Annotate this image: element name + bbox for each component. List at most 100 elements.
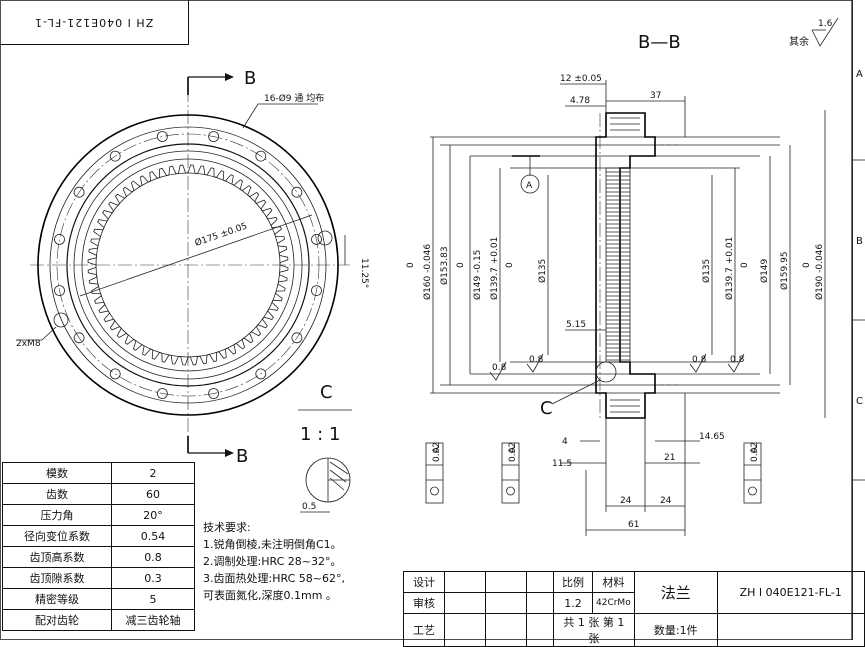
- process-label: 工艺: [403, 613, 445, 647]
- part-name: 法兰: [633, 571, 718, 614]
- gdt-frame: 0.02 A: [743, 442, 762, 504]
- scale-label: 比例: [553, 571, 593, 593]
- front-view: Ø175 ±0.05 11.25° 16-Ø9 通 均布 2xM8 B B: [16, 68, 369, 467]
- roughness-mark: [727, 353, 745, 373]
- tapped-hole: [53, 312, 69, 328]
- roughness-08: 0.8: [692, 355, 707, 365]
- dim-61: 61: [628, 520, 639, 530]
- gear-param-key: 齿顶高系数: [2, 546, 112, 568]
- scale-value: 1.2: [553, 592, 593, 614]
- dim-160: Ø160 -0.046: [422, 244, 433, 300]
- detail-profile: [327, 458, 350, 502]
- gear-param-value: 2: [111, 462, 195, 484]
- section-arrowhead-bottom: [225, 449, 234, 457]
- gear-param-value: 减三齿轮轴: [111, 609, 195, 631]
- pitch-diameter-line: [79, 214, 313, 297]
- gear-teeth-band: [605, 167, 631, 363]
- roughness-mark: [689, 353, 707, 373]
- bolt-hole: [311, 285, 322, 297]
- dim-149-right: Ø149: [759, 258, 770, 283]
- dim-1465: 14.65: [699, 432, 725, 442]
- section-hatching: [610, 117, 640, 413]
- dim-1397-left-lower: 0: [505, 262, 515, 268]
- gear-param-key: 齿数: [2, 483, 112, 505]
- bolt-holes: [54, 131, 322, 399]
- gear-tip-circle: [95, 172, 281, 358]
- gdt-tolerance: 0.02: [432, 442, 442, 462]
- gear-param-key: 压力角: [2, 504, 112, 526]
- roughness-symbol: [811, 17, 839, 47]
- roughness-note: 其余: [789, 35, 809, 48]
- gear-param-value: 0.8: [111, 546, 195, 568]
- tapped-note: 2xM8: [16, 339, 41, 349]
- teeth-band-lines: [606, 171, 630, 361]
- section-view: B—B 其余 1.6 C A 12 ±0.05 4.78: [406, 17, 839, 536]
- gear-param-key: 精密等级: [2, 588, 112, 610]
- dim-12: 12 ±0.05: [560, 74, 602, 84]
- pitch-diameter-label: Ø175 ±0.05: [193, 221, 248, 249]
- material-value: 42CrMo: [592, 592, 635, 614]
- datum-label: A: [526, 181, 533, 191]
- outer-flange-inner-circle: [49, 126, 327, 404]
- gdt-tolerance: 0.02: [750, 442, 760, 462]
- roughness-08: 0.8: [529, 355, 544, 365]
- dim-515: 5.15: [566, 320, 586, 330]
- zone-label-c: C: [856, 396, 863, 407]
- tech-note: 1.锐角倒棱,未注明倒角C1。: [203, 538, 342, 551]
- bolt-hole: [255, 368, 267, 380]
- dim-478: 4.78: [570, 96, 590, 106]
- roughness-value: 1.6: [818, 19, 833, 29]
- roughness-08: 0.8: [492, 363, 507, 373]
- angle-label: 11.25°: [359, 258, 369, 288]
- detail-scale: 1 : 1: [300, 424, 340, 445]
- gear-param-key: 径向变位系数: [2, 525, 112, 547]
- gear-param-value: 20°: [111, 504, 195, 526]
- bolt-hole: [311, 233, 322, 245]
- section-letter-bottom: B: [236, 446, 248, 467]
- dim-4: 4: [562, 437, 568, 447]
- gdt-frames: 0.02 A 0.02 A 0.02 A: [425, 442, 762, 504]
- tech-note: 3.齿面热处理:HRC 58~62°,: [203, 572, 345, 585]
- gear-param-value: 60: [111, 483, 195, 505]
- bolt-hole: [291, 186, 303, 198]
- dim-160-upper: 0: [406, 262, 416, 268]
- tapped-hole: [317, 230, 333, 246]
- review-label: 审核: [403, 592, 445, 614]
- drawing-number: ZH I 040E121-FL-1: [716, 571, 865, 614]
- gdt-tolerance: 0.02: [508, 442, 518, 462]
- dim-115: 11.5: [552, 459, 572, 469]
- dim-1397-left: Ø139.7 +0.01: [489, 237, 500, 300]
- detail-c-callout-circle: [595, 361, 617, 383]
- bolt-hole: [54, 233, 65, 245]
- bolt-hole: [255, 150, 267, 162]
- detail-chamfer: 0.5: [302, 502, 316, 512]
- dim-24b: 24: [660, 496, 672, 506]
- gdt-frame: 0.02 A: [425, 442, 444, 504]
- dim-1397-right-lower: 0: [740, 262, 750, 268]
- material-label: 材料: [592, 571, 635, 593]
- dim-37: 37: [650, 91, 661, 101]
- bolt-hole: [109, 368, 121, 380]
- section-letter-top: B: [244, 68, 256, 89]
- gear-param-row: 配对齿轮减三齿轮轴: [2, 609, 195, 631]
- quantity: 数量:1件: [633, 613, 718, 647]
- gear-root-circle: [81, 158, 295, 372]
- outer-flange-circle: [37, 114, 339, 416]
- tech-notes-title: 技术要求:: [203, 521, 251, 534]
- gear-param-key: 模数: [2, 462, 112, 484]
- gear-param-value: 5: [111, 588, 195, 610]
- dim-135-left: Ø135: [537, 259, 548, 283]
- detail-c-leader: [551, 379, 601, 405]
- gear-param-key: 配对齿轮: [2, 609, 112, 631]
- section-title: B—B: [638, 32, 681, 53]
- technical-requirements: 技术要求: 1.锐角倒棱,未注明倒角C1。 2.调制处理:HRC 28~32°。…: [203, 519, 345, 604]
- holes-note: 16-Ø9 通 均布: [264, 92, 324, 104]
- bolt-hole: [208, 131, 220, 142]
- detail-hatch: [329, 461, 349, 491]
- title-block: 设计 比例 材料 法兰 ZH I 040E121-FL-1 审核 1.2 42C…: [403, 571, 865, 647]
